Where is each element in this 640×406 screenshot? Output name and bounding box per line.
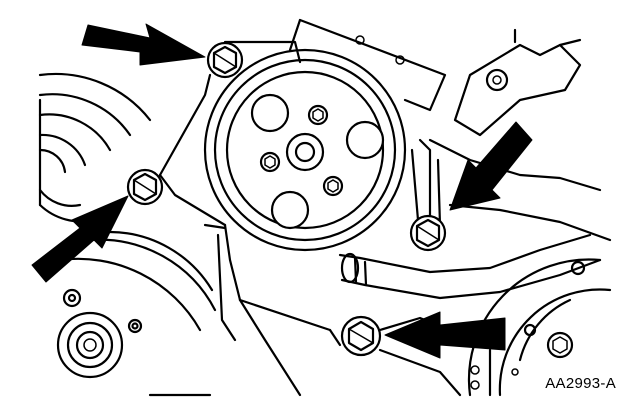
- bolt-left: [126, 168, 164, 206]
- bolt-right: [409, 214, 447, 252]
- figure-code-label: AA2993-A: [543, 375, 618, 392]
- refrigerant-hose: [338, 138, 602, 300]
- lower-left-pulley: [56, 230, 217, 397]
- arrow-bottom-right: [384, 311, 506, 359]
- arrow-left: [31, 195, 129, 283]
- bolt-lower: [340, 315, 382, 357]
- compressor-bracket: [148, 40, 332, 342]
- upper-right-bracket: [453, 28, 582, 137]
- compressor-top-housing: [288, 18, 447, 112]
- bolt-upper: [206, 41, 244, 79]
- arrow-right-upper: [449, 121, 533, 211]
- right-engine-contours: [428, 138, 612, 397]
- arrow-upper-left: [81, 23, 206, 66]
- left-pulley-arcs: [38, 72, 152, 223]
- compressor-clutch: [203, 48, 407, 252]
